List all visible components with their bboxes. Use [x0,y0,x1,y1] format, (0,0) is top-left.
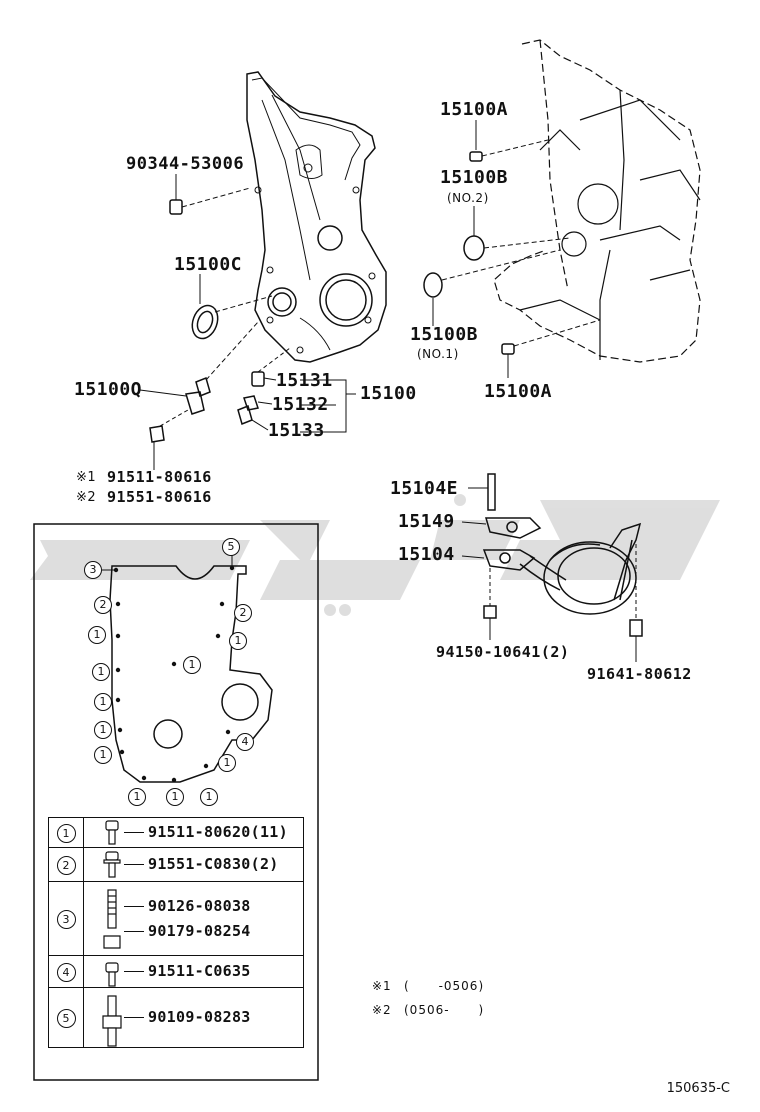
engine-block [493,39,701,363]
marker-1: 1 [229,632,247,650]
label-94150-10641: 94150-10641(2) [436,643,570,661]
label-15133: 15133 [268,420,325,441]
bolt-location-panel [33,523,319,1081]
marker-1: 1 [88,626,106,644]
footnote-1-mark: ※1 [372,979,392,993]
legend-row: 2 91551-C0830(2) [48,847,304,882]
legend-row: 4 91511-C0635 [48,955,304,988]
label-no2: (NO.2) [447,191,489,205]
marker-1: 1 [218,754,236,772]
legend-num: 2 [56,856,76,875]
legend-part: 91551-C0830(2) [148,855,279,873]
legend-row: 5 90109-08283 [48,987,304,1048]
marker-1: 1 [94,693,112,711]
marker-2: 2 [94,596,112,614]
legend-part: 90126-08038 [148,896,251,915]
legend-row: 1 91511-80620(11) [48,817,304,848]
note1-mark: ※1 [76,470,97,485]
bolt-dots [113,565,235,783]
label-15104E: 15104E [390,478,459,499]
note2-mark: ※2 [76,490,97,505]
footnote-2-mark: ※2 [372,1003,392,1017]
label-90344-53006: 90344-53006 [126,154,245,174]
marker-1: 1 [128,788,146,806]
plug-90344 [169,174,251,215]
label-15100A-bottom: 15100A [484,381,553,402]
label-15131: 15131 [276,370,333,391]
marker-1: 1 [166,788,184,806]
label-15104: 15104 [398,544,455,565]
oil-pump-parts [237,347,356,433]
label-15100A-top: 15100A [440,99,509,120]
marker-leaders [102,554,233,571]
cover-outline [109,565,273,783]
legend-part: 91511-C0635 [148,962,251,980]
legend-part: 90179-08254 [148,921,251,940]
timing-cover [246,71,387,363]
o-rings-dowels [423,120,601,378]
marker-1: 1 [94,746,112,764]
union-15100Q [139,321,259,470]
footnote-2-text: (0506- ) [404,1003,485,1017]
oil-seal-15100C [191,274,273,340]
label-no1: (NO.1) [417,347,459,361]
footnote-1-text: ( -0506) [404,979,485,993]
marker-4: 4 [236,733,254,751]
legend-row: 3 90126-08038 90179-08254 [48,881,304,956]
legend-num: 5 [56,1009,76,1028]
marker-5: 5 [222,538,240,556]
label-91551-80616: 91551-80616 [107,488,212,506]
label-91511-80616: 91511-80616 [107,468,212,486]
marker-2: 2 [234,604,252,622]
label-15100Q: 15100Q [74,379,143,400]
marker-1: 1 [94,721,112,739]
marker-1: 1 [183,656,201,674]
marker-1: 1 [92,663,110,681]
marker-1: 1 [200,788,218,806]
legend-part: 91511-80620(11) [148,823,288,841]
bolt-legend-table: 1 91511-80620(11) 2 91551-C0830(2) 3 901… [48,817,304,1048]
legend-num: 3 [56,910,76,929]
label-15132: 15132 [272,394,329,415]
label-15100B-top: 15100B [440,167,509,188]
label-15100B-bottom: 15100B [410,324,479,345]
legend-part: 90109-08283 [148,1008,251,1026]
oil-strainer [461,473,643,662]
label-15100: 15100 [360,383,417,404]
legend-num: 4 [56,963,76,982]
label-15100C: 15100C [174,254,243,275]
figure-code: 150635-C [666,1081,730,1096]
label-91641-80612: 91641-80612 [587,665,692,683]
marker-3: 3 [84,561,102,579]
label-15149: 15149 [398,511,455,532]
legend-num: 1 [56,824,76,843]
